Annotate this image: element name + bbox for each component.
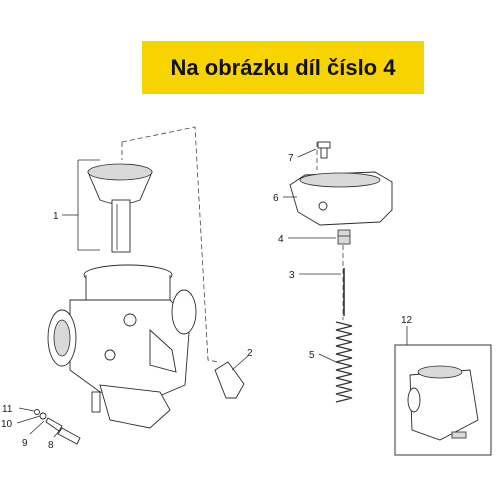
callout-4: 4 [278, 234, 284, 245]
banner-title: Na obrázku díl číslo 4 [170, 54, 396, 80]
part-valve-cap [337, 229, 351, 245]
callout-3: 3 [289, 270, 295, 281]
inset-assembly-box [394, 344, 492, 456]
title-banner: Na obrázku díl číslo 4 [142, 41, 424, 94]
callout-labels: 1 2 3 4 5 6 7 8 9 10 11 12 [1, 153, 413, 451]
dashed-guide-lines [121, 126, 344, 363]
callout-8: 8 [48, 440, 54, 451]
part-small-screw-set [34, 409, 81, 445]
callout-2: 2 [247, 348, 253, 359]
part-top-cover [289, 171, 393, 226]
part-spring [335, 321, 353, 403]
leader-lines [16, 148, 408, 438]
callout-12: 12 [401, 315, 413, 326]
callout-11: 11 [2, 404, 13, 415]
callout-7: 7 [288, 153, 294, 164]
callout-5: 5 [309, 350, 315, 361]
callout-1: 1 [53, 211, 59, 222]
part-screw [317, 141, 331, 159]
callout-6: 6 [273, 193, 279, 204]
callout-9: 9 [22, 438, 28, 449]
callout-10: 10 [1, 419, 13, 430]
part-carburetor-body [47, 264, 197, 429]
part-elbow-hose [214, 361, 245, 399]
part-diaphragm-slide [77, 159, 153, 253]
